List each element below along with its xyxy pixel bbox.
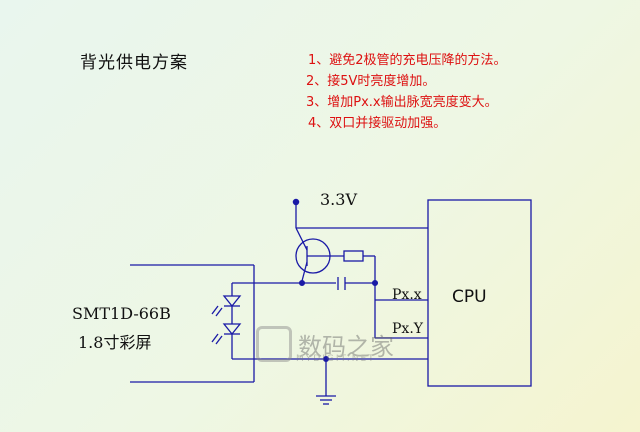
note-item: 1、避免2极管的充电压降的方法。 (308, 53, 507, 68)
note-item: 3、增加Px.x输出脉宽亮度变大。 (306, 95, 498, 110)
screen-desc-label: 1.8寸彩屏 (78, 333, 152, 352)
watermark: 数码之家 MYDIGIT.NET (256, 326, 394, 364)
junction (371, 279, 379, 287)
watermark-text: 数码之家 (298, 332, 394, 361)
led-1-ray (215, 307, 223, 317)
px-x-label: Px.x (392, 287, 422, 303)
cpu-box (427, 199, 532, 387)
page-title: 背光供电方案 (80, 53, 188, 73)
led-1 (222, 295, 242, 308)
transistor-collector (295, 227, 308, 251)
led-2-ray (211, 333, 219, 343)
resistor (343, 250, 364, 262)
note-item: 4、双口并接驱动加强。 (308, 116, 447, 131)
watermark-url: MYDIGIT.NET (296, 354, 376, 364)
vcc-label: 3.3V (320, 190, 357, 209)
px-y-label: Px.Y (392, 321, 424, 337)
led-2-ray (215, 335, 223, 345)
watermark-logo-icon (256, 326, 292, 362)
junction (298, 279, 306, 287)
notes-list: 1、避免2极管的充电压降的方法。 2、接5V时亮度增加。 3、增加Px.x输出脉… (300, 50, 620, 134)
cpu-label: CPU (452, 287, 487, 307)
vcc-terminal (292, 198, 300, 206)
screen-model-label: SMT1D-66B (72, 304, 171, 323)
note-item: 2、接5V时亮度增加。 (306, 74, 436, 89)
led-2 (222, 323, 242, 336)
transistor-emitter (301, 261, 308, 282)
led-1-ray (211, 305, 219, 315)
